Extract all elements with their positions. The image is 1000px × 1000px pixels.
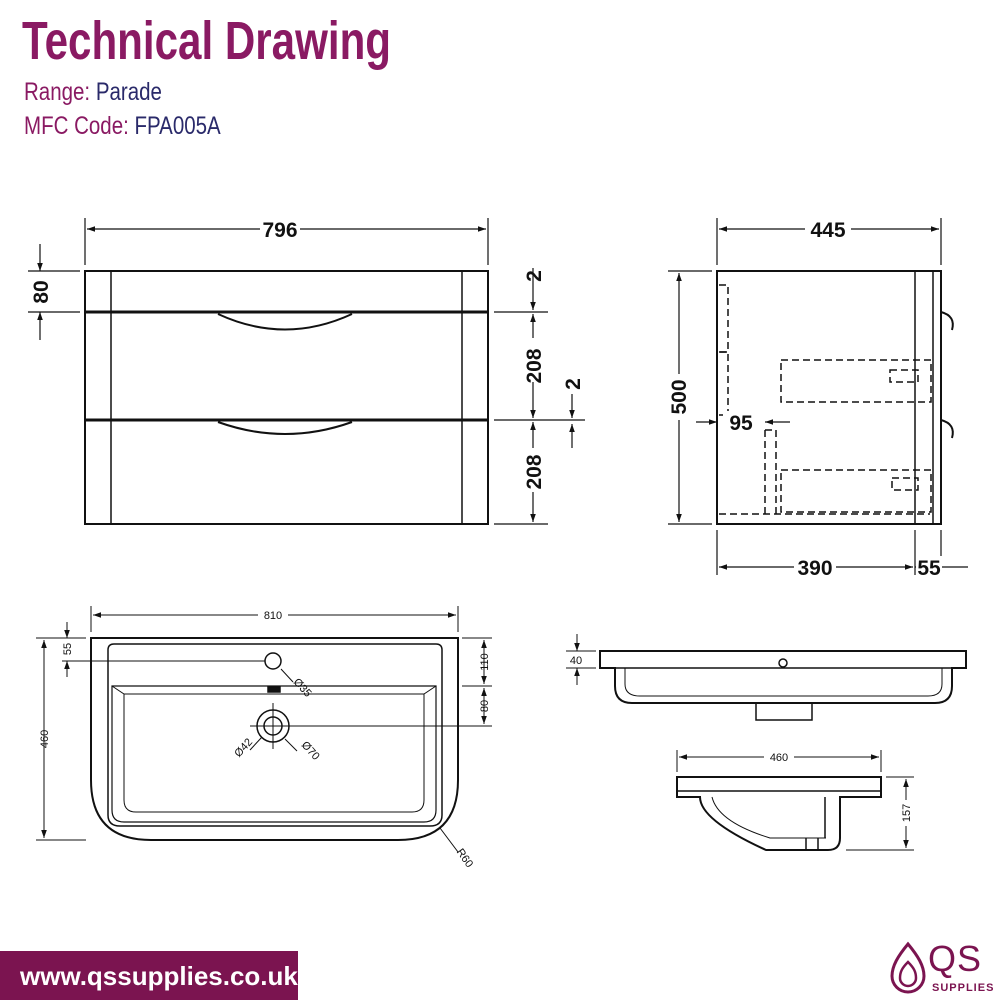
front-view: [84, 270, 489, 525]
range-value: Parade: [95, 78, 162, 106]
cabinet-front-outline: [84, 270, 489, 525]
dim-basin-side-depth: 460: [770, 752, 788, 764]
dim-rim: 40: [570, 655, 582, 667]
cabinet-side-outline: [716, 270, 942, 525]
qs-logo: QS SUPPLIES: [888, 938, 995, 998]
dim-basin-width: 810: [264, 610, 282, 622]
hidden-drawer-2: [780, 469, 932, 513]
basin-front: [599, 650, 967, 721]
overflow-slot: [267, 686, 281, 693]
basin-side-outline: [676, 776, 882, 851]
droplet-icon: [890, 941, 926, 994]
dim-waste-offset: 80: [479, 700, 491, 712]
dim-side-depth: 445: [810, 219, 845, 242]
dim-front-width: 796: [262, 219, 297, 242]
mfc-value: FPA005A: [134, 112, 221, 140]
dim-gap-mid: 2: [562, 378, 585, 390]
dim-basin-depth: 460: [39, 730, 51, 748]
page-title: Technical Drawing: [22, 11, 392, 71]
dim-top-rail: 80: [30, 280, 53, 303]
range-line: Range: Parade: [24, 78, 162, 107]
mfc-line: MFC Code: FPA005A: [24, 112, 221, 141]
dim-drawer-1: 208: [523, 348, 546, 383]
label-corner-radius: R60: [454, 847, 475, 870]
basin-front-waste: [750, 702, 818, 721]
basin-bowl: [111, 685, 437, 823]
range-label: Range:: [24, 78, 91, 106]
basin-plan: [90, 637, 459, 841]
basin-side: [676, 776, 882, 851]
drawer-2-handle: [217, 421, 353, 435]
basin-plan-outline: [90, 637, 459, 841]
label-tap-hole: Ø35: [291, 676, 314, 699]
basin-front-tap-hole: [778, 658, 788, 668]
brand-name: QS: [928, 938, 983, 979]
dim-drawer-2: 208: [523, 454, 546, 489]
basin-rim-inner: [107, 643, 443, 827]
dim-recess: 95: [729, 412, 753, 435]
hidden-drawer-1: [780, 359, 932, 403]
brand-sub: SUPPLIES: [932, 982, 995, 994]
dim-gap-top: 2: [523, 270, 546, 282]
dim-tap-offset: 55: [62, 643, 74, 655]
dim-inner-depth: 390: [797, 557, 832, 580]
hidden-lines: [719, 284, 932, 516]
footer-website-bar: www.qssupplies.co.uk: [0, 951, 298, 1000]
side-handle-1: [940, 311, 954, 331]
drawer-1-handle: [217, 313, 353, 331]
website-link[interactable]: www.qssupplies.co.uk: [20, 961, 298, 991]
dim-basin-height: 157: [901, 804, 913, 822]
label-waste-inner: Ø42: [232, 736, 255, 759]
side-view: [716, 270, 954, 525]
dim-side-height: 500: [668, 379, 691, 414]
side-handle-2: [940, 419, 954, 439]
basin-front-rim: [599, 650, 967, 704]
dim-back-edge: 110: [479, 653, 491, 671]
mfc-label: MFC Code:: [24, 112, 129, 140]
dim-door-depth: 55: [917, 557, 941, 580]
tap-hole: [264, 652, 282, 670]
label-waste-outer: Ø70: [299, 739, 322, 762]
basin-side-waste: [805, 797, 826, 850]
